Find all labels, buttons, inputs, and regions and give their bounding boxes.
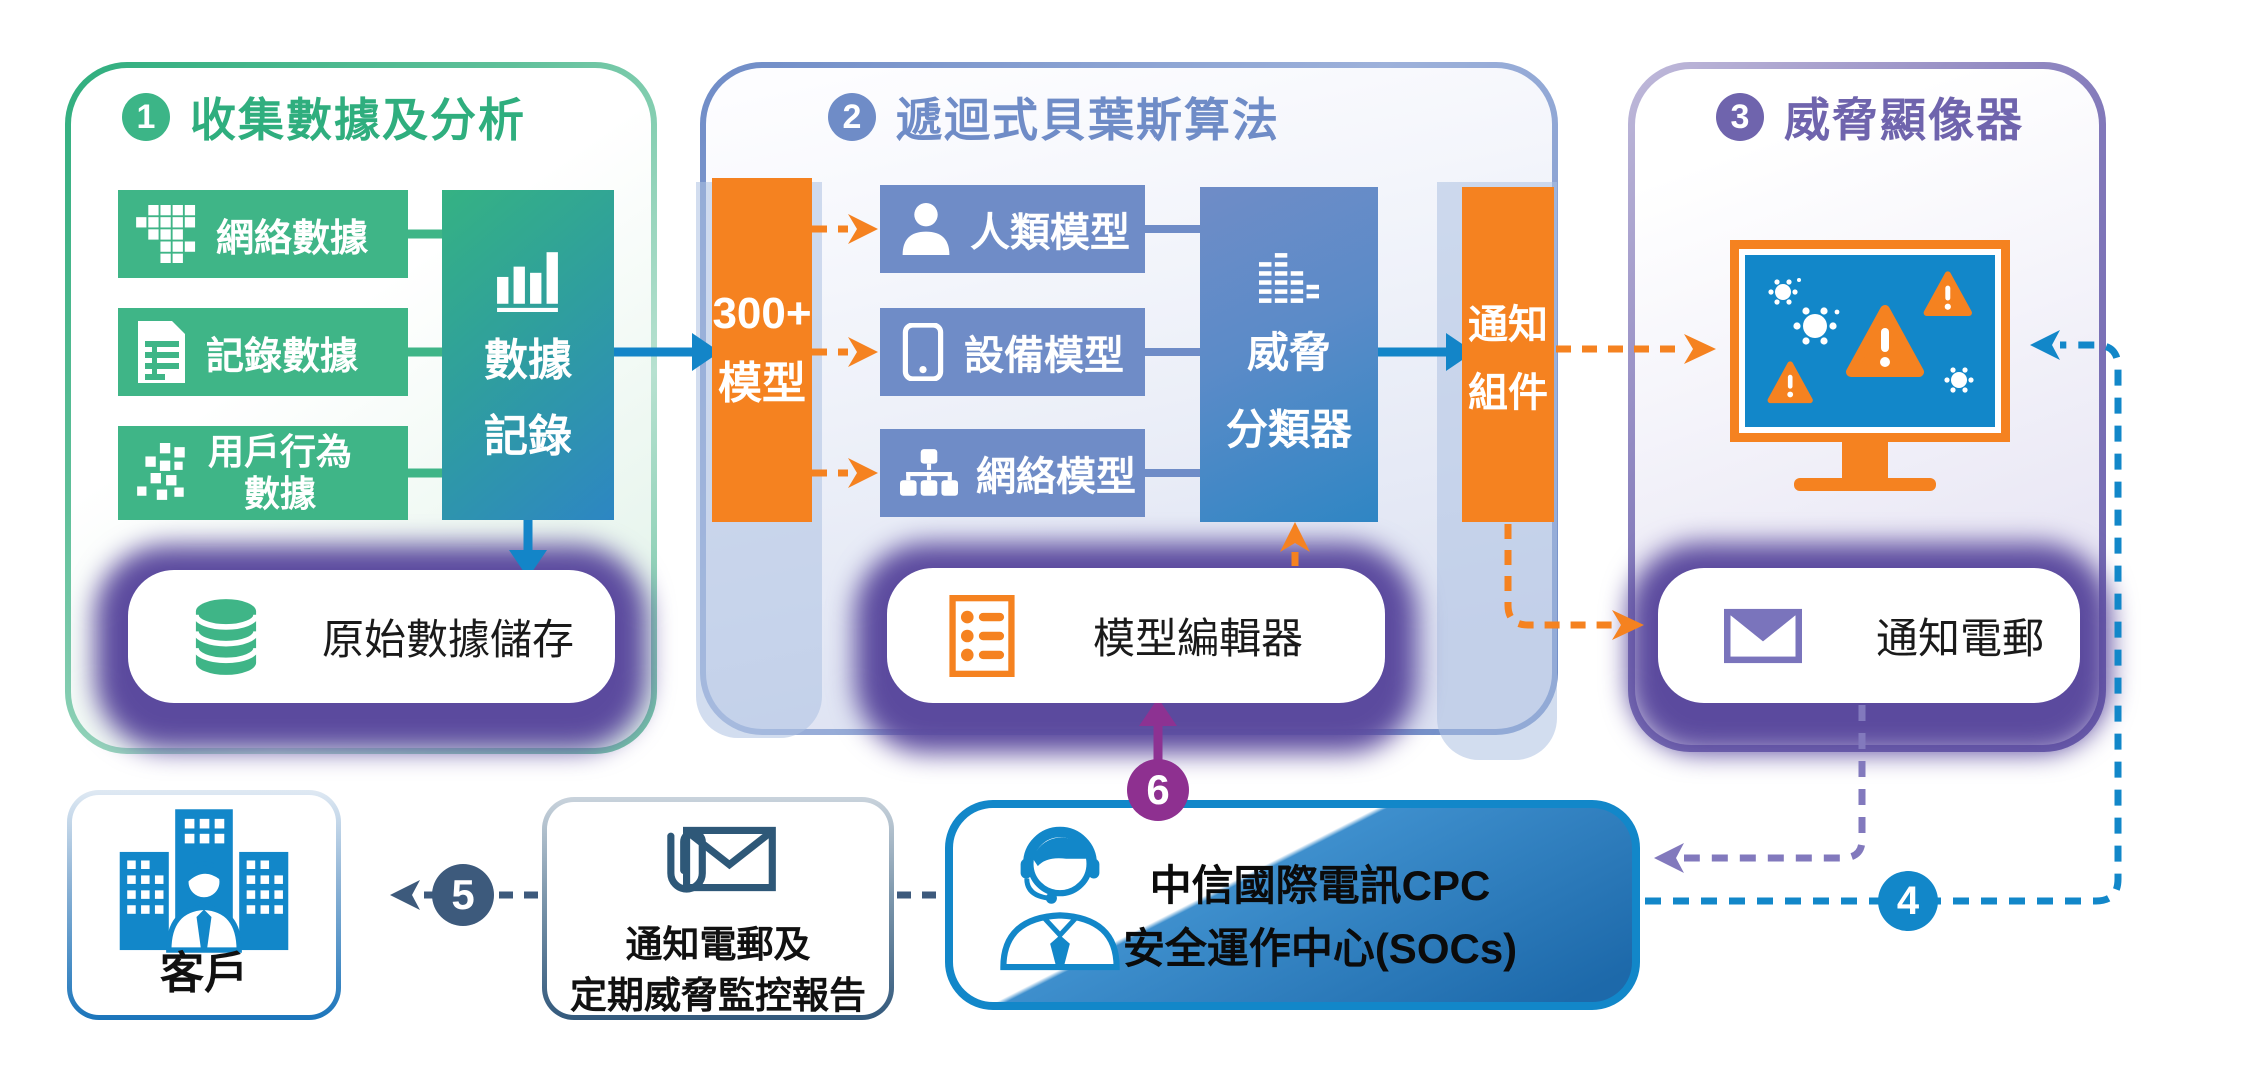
data-records-line2: 記錄 (484, 412, 572, 461)
database-icon (190, 598, 262, 676)
device-model-label: 設備模型 (964, 334, 1124, 378)
step3-title-row: 3 威脅顯像器 (1716, 90, 2024, 146)
device-model-box: 設備模型 (880, 308, 1145, 396)
step5-number-badge: 5 (432, 864, 494, 926)
data-records-line1: 數據 (484, 336, 572, 385)
user-behavior-data-label: 用戶行為數據 (208, 430, 353, 514)
models-count-line1: 300+ (712, 289, 812, 338)
equalizer-icon (1259, 252, 1319, 303)
threat-monitor-screen (1745, 255, 1995, 427)
report-box: 通知電郵及 定期威脅監控報告 (542, 797, 894, 1020)
human-model-box: 人類模型 (880, 185, 1145, 273)
threat-classifier-line1: 威脅 (1246, 328, 1331, 376)
notification-email-pill: 通知電郵 (1658, 568, 2080, 703)
monitor-base (1794, 478, 1936, 491)
mail-attachment-icon (658, 818, 778, 900)
warning-triangle-icon (1767, 361, 1813, 404)
spreadsheet-icon (136, 321, 188, 383)
step1-title-row: 1 收集數據及分析 (122, 90, 526, 146)
person-icon (900, 202, 952, 256)
soc-label-line2: 安全運作中心(SOCs) (1122, 925, 1518, 972)
models-count-box: 300+ 模型 (712, 178, 812, 522)
human-model-label: 人類模型 (970, 211, 1130, 255)
threat-classifier-line2: 分類器 (1225, 405, 1352, 453)
threat-monitor (1730, 240, 2010, 442)
report-box-fill: 通知電郵及 定期威脅監控報告 (547, 802, 889, 1016)
soc-label-line1: 中信國際電訊CPC (1149, 862, 1491, 909)
step2-title-row: 2 遞迴式貝葉斯算法 (828, 90, 1280, 146)
network-data-box: 網絡數據 (118, 190, 408, 278)
report-label-line2: 定期威脅監控報告 (570, 975, 866, 1016)
pixel-user-icon (136, 443, 190, 503)
pixel-grid-icon (136, 205, 198, 263)
raw-data-storage-label: 原始數據儲存 (322, 616, 575, 663)
warning-triangle-icon (1846, 305, 1924, 377)
bar-chart-icon (495, 246, 561, 312)
step3-title: 威脅顯像器 (1784, 94, 2024, 146)
step2-title: 遞迴式貝葉斯算法 (896, 94, 1280, 146)
network-model-box: 網絡模型 (880, 429, 1145, 517)
threat-classifier-box: 威脅 分類器 (1200, 187, 1378, 522)
network-data-label: 網絡數據 (216, 217, 369, 260)
network-icon (900, 448, 958, 498)
log-data-label: 記錄數據 (206, 335, 359, 378)
envelope-icon (1724, 608, 1802, 664)
network-model-label: 網絡模型 (976, 455, 1136, 499)
list-icon (949, 594, 1015, 677)
support-agent-icon (985, 812, 1135, 972)
model-editor-pill: 模型編輯器 (887, 568, 1385, 703)
customer-box-fill: 客戶 (72, 795, 336, 1015)
warning-triangle-icon (1923, 271, 1972, 317)
user-behavior-data-box: 用戶行為數據 (118, 426, 408, 520)
customer-label: 客戶 (160, 949, 248, 998)
step6-number-badge: 6 (1127, 759, 1189, 821)
data-records-box: 數據 記錄 (442, 190, 614, 520)
raw-data-storage-pill: 原始數據儲存 (128, 570, 615, 703)
report-label-line1: 通知電郵及 (625, 924, 811, 965)
customer-building-icon (112, 805, 296, 965)
model-editor-label: 模型編輯器 (1093, 615, 1304, 662)
log-data-box: 記錄數據 (118, 308, 408, 396)
models-count-line2: 模型 (718, 359, 806, 408)
step3-number-badge: 3 (1716, 93, 1764, 141)
notification-email-label: 通知電郵 (1876, 615, 2045, 662)
tablet-icon (900, 323, 946, 381)
notification-component-line1: 通知 (1468, 302, 1548, 347)
notification-component-line2: 組件 (1468, 370, 1548, 415)
step1-number-badge: 1 (122, 93, 170, 141)
step2-number-badge: 2 (828, 93, 876, 141)
monitor-stand (1842, 442, 1888, 480)
threat-screen-icons (1767, 271, 1974, 404)
step4-number-badge: 4 (1878, 871, 1938, 931)
customer-box: 客戶 (67, 790, 341, 1020)
notification-component-box: 通知 組件 (1462, 187, 1554, 522)
step1-title: 收集數據及分析 (190, 94, 526, 146)
